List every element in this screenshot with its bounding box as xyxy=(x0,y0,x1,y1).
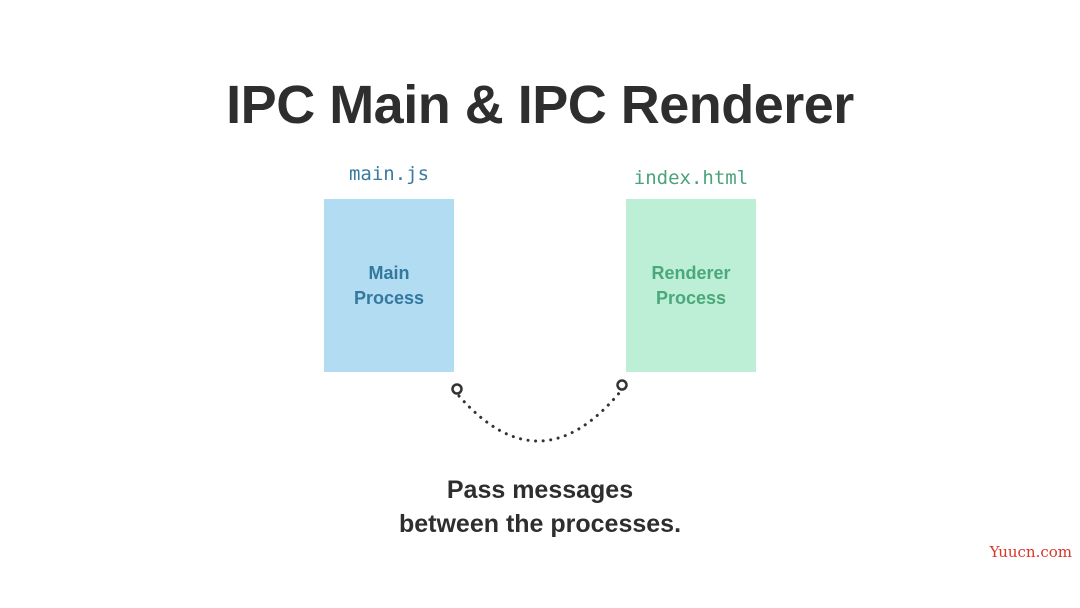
caption-line-1: Pass messages xyxy=(446,476,634,504)
watermark: Yuucn.com xyxy=(989,543,1072,561)
diagram-title: IPC Main & IPC Renderer xyxy=(226,75,854,135)
caption-line-2: between the processes. xyxy=(398,510,682,538)
main-file-label: main.js xyxy=(348,163,430,185)
main-process-box: Main Process xyxy=(324,199,454,372)
dotted-connector-line xyxy=(457,390,622,443)
renderer-file-label: index.html xyxy=(633,167,749,189)
renderer-connector-endpoint-icon xyxy=(616,379,628,391)
main-connector-endpoint-icon xyxy=(451,383,463,395)
main-process-label: Main Process xyxy=(353,262,425,308)
renderer-process-box: Renderer Process xyxy=(626,199,756,372)
renderer-process-label: Renderer Process xyxy=(651,262,731,308)
caption: Pass messages between the processes. xyxy=(0,473,1080,541)
